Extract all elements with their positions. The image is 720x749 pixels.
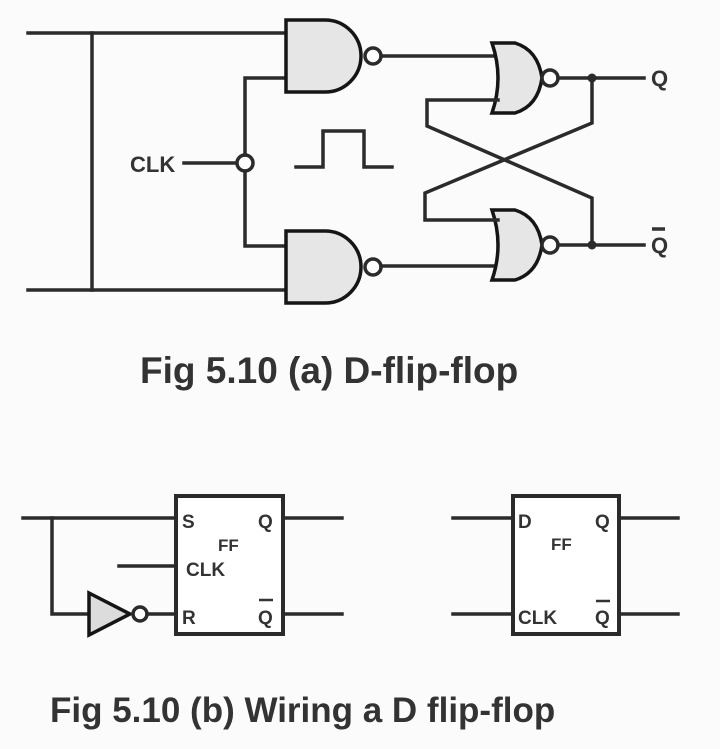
d-q-bar-label: Q <box>595 608 610 629</box>
inverter-gate <box>87 590 134 638</box>
sr-clk-label: CLK <box>186 560 225 581</box>
nor-top-bubble <box>540 68 560 88</box>
nand-gate-top <box>284 18 363 94</box>
d-flip-flop-box <box>511 494 621 636</box>
feedback-wire-top-to-bottom <box>423 76 594 222</box>
d-ff-name: FF <box>551 535 572 554</box>
d-q-label: Q <box>595 512 610 533</box>
feedback-wire-bottom-to-top <box>425 98 594 247</box>
sr-inverter-feed-wire <box>50 516 91 616</box>
nand-gate-bottom <box>284 229 363 305</box>
caption-a: Fig 5.10 (a) D-flip-flop <box>140 350 518 391</box>
clk-inverter-bubble <box>235 153 255 173</box>
nor-gate-bottom <box>489 208 544 282</box>
sr-q-label: Q <box>258 512 273 533</box>
clk-label: CLK <box>130 152 175 177</box>
inverter-bubble <box>131 605 149 623</box>
figure-a: CLK Q Q Fig 5.10 (a) D-flip-flop <box>26 18 668 391</box>
sr-flip-flop-box <box>174 494 285 636</box>
d-d-label: D <box>518 512 532 533</box>
sr-r-label: R <box>182 608 196 629</box>
nor-bottom-bubble <box>540 235 560 255</box>
caption-b: Fig 5.10 (b) Wiring a D flip-flop <box>50 691 555 730</box>
nor-gate-top <box>489 41 544 115</box>
clk-wire-to-top-nand <box>243 76 288 157</box>
nand-top-bubble <box>363 46 383 66</box>
q-bar-label: Q <box>651 233 668 258</box>
sr-s-label: S <box>182 512 195 533</box>
sr-q-bar-label: Q <box>258 608 273 629</box>
clock-pulse-icon <box>294 129 394 169</box>
clk-wire-to-bottom-nand <box>243 169 288 248</box>
nand-bottom-bubble <box>363 257 383 277</box>
d-clk-label: CLK <box>518 608 557 629</box>
q-label: Q <box>651 66 668 91</box>
figure-b: S CLK R FF Q Q D CLK FF Q Q Fig 5.10 (b)… <box>21 494 680 730</box>
sr-ff-name: FF <box>218 536 239 555</box>
